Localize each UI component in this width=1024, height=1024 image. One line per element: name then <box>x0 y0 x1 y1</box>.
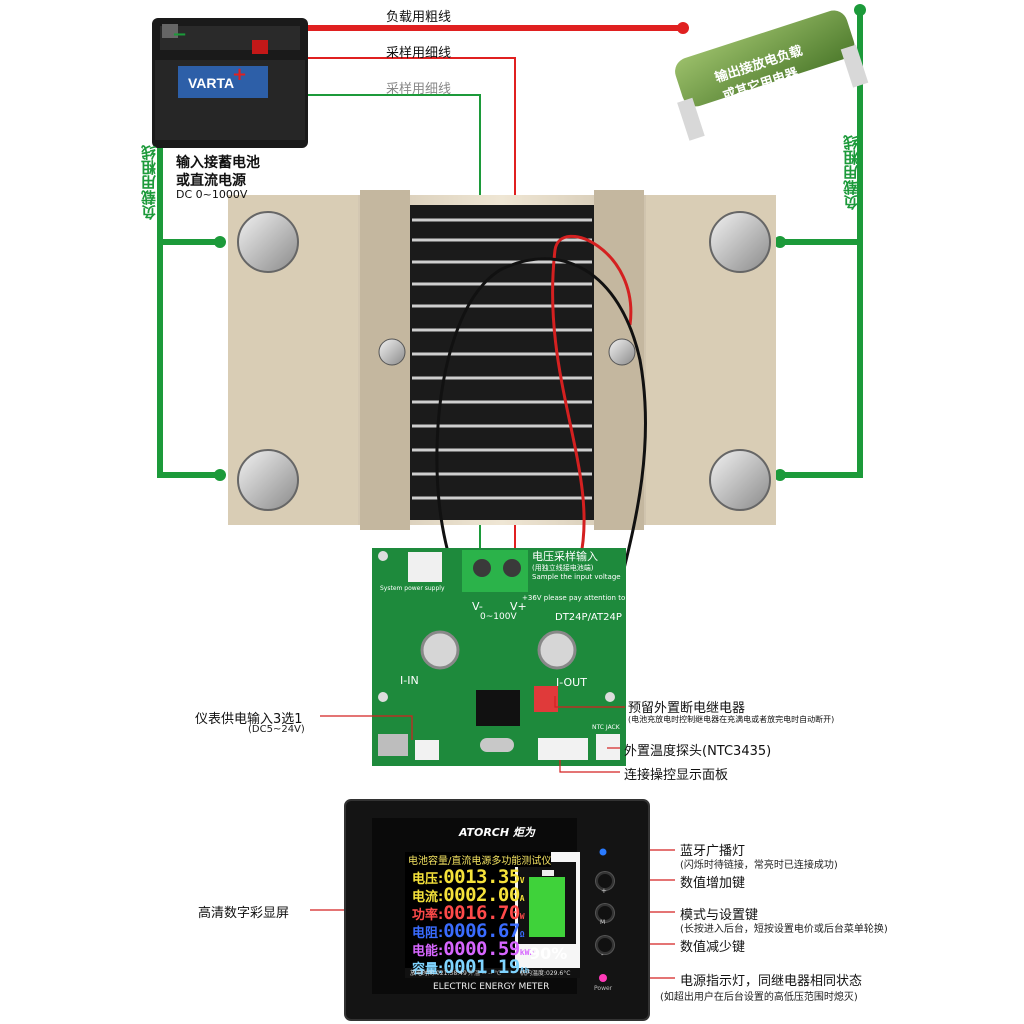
meter-brand: ATORCH 炬为 <box>459 826 535 839</box>
pcb-iin: I-IN <box>400 674 419 687</box>
label-left-load-wire: 负载用粗线 <box>140 145 158 220</box>
power-led <box>599 974 607 982</box>
screw-left <box>378 338 406 366</box>
pcb-vminus: V- <box>472 600 483 613</box>
svg-text:−: − <box>172 24 187 45</box>
row-key: 电流: <box>412 890 444 905</box>
callout-power-led: 电源指示灯，同继电器相同状态 <box>680 974 863 989</box>
current-shunt <box>228 190 776 530</box>
callout-power-input-sub: (DC5~24V) <box>248 724 305 735</box>
callout-minus-key: 数值减少键 <box>680 940 746 955</box>
row-value: 0001.19 <box>443 956 520 978</box>
meter-row-energy: 电能:0000.59kWh <box>412 938 534 960</box>
pcb-range: 0~100V <box>480 612 517 622</box>
shunt-sense-wire-black <box>435 257 647 631</box>
battery-label-2: 或直流电源 <box>176 173 246 189</box>
row-unit: Ah <box>519 966 530 975</box>
callout-plus-key: 数值增加键 <box>680 876 746 891</box>
pcb-ntc: NTC JACK <box>592 724 620 731</box>
label-right-load-wire: 负载用粗线 <box>842 135 860 210</box>
callout-relay: 预留外置断电继电器 <box>628 701 746 716</box>
bolt-top-right <box>709 211 771 273</box>
row-key: 容量: <box>412 962 444 977</box>
pcb-warn: +36V please pay attention to <box>522 594 626 602</box>
pcb-board <box>372 548 626 766</box>
bolt-bottom-left <box>237 449 299 511</box>
pcb-iout: I-OUT <box>556 676 587 689</box>
pcb-voltage-en: Sample the input voltage <box>532 573 621 581</box>
battery-brand: VARTA <box>188 75 234 91</box>
callout-mode-key-sub: (长按进入后台，短按设置电价或后台菜单轮换) <box>680 924 888 935</box>
row-unit: W <box>519 912 525 921</box>
meter-row-power: 功率:0016.70W <box>412 902 525 924</box>
meter-footer-temp: 机内温度:029.6°C <box>520 970 571 977</box>
bt-led <box>599 848 607 856</box>
callout-display-connector: 连接操控显示面板 <box>624 768 729 783</box>
terminal-iin <box>420 630 460 670</box>
row-key: 功率: <box>412 908 444 923</box>
callout-bt-led-sub: (闪烁时待链接，常亮时已连接成功) <box>680 860 838 871</box>
label-top-thick-wire: 负载用粗线 <box>386 10 452 25</box>
battery-label-1: 输入接蓄电池 <box>176 155 260 171</box>
row-key: 电压: <box>412 872 444 887</box>
callout-screen: 高清数字彩显屏 <box>198 906 290 921</box>
callout-power-led-sub: (如超出用户在后台设置的高低压范围时熄灭) <box>660 992 858 1003</box>
row-value: 0006.67 <box>443 920 520 942</box>
pcb-voltage-input: 电压采样输入 <box>532 550 598 563</box>
row-unit: Ω <box>519 930 525 939</box>
thick-load-wire-green-left <box>157 40 226 481</box>
meter-battery-percent: 90% <box>529 944 568 963</box>
meter-row-capacity: 容量:0001.19Ah <box>412 956 529 978</box>
row-value: 0013.35 <box>443 866 520 888</box>
row-value: 0016.70 <box>443 902 520 924</box>
screw-right <box>608 338 636 366</box>
callout-temp-probe: 外置温度探头(NTC3435) <box>624 744 772 759</box>
mode-key-label: M <box>600 919 606 926</box>
row-key: 电阻: <box>412 926 444 941</box>
row-unit: kWh <box>519 948 535 957</box>
meter-row-resistance: 电阻:0006.67Ω <box>412 920 525 942</box>
battery-spec: DC 0~1000V <box>176 188 248 201</box>
terminal-iout <box>537 630 577 670</box>
svg-text:+: + <box>232 64 247 85</box>
row-value: 0000.59 <box>443 938 520 960</box>
meter-panel-label: ELECTRIC ENERGY METER <box>433 982 550 992</box>
row-value: 0002.00 <box>443 884 520 906</box>
callout-bt-led: 蓝牙广播灯 <box>680 844 746 859</box>
bolt-bottom-right <box>709 449 771 511</box>
meter-row-current: 电流:0002.00A <box>412 884 525 906</box>
meter-panel <box>344 799 650 1021</box>
load-resistor <box>675 10 869 141</box>
callout-relay-sub: (电池充放电时控制继电器在充满电或者放完电时自动断开) <box>628 715 835 724</box>
row-unit: V <box>519 876 525 885</box>
pcb-power-note: System power supply <box>380 585 445 592</box>
minus-key-label: - <box>601 951 604 959</box>
callout-mode-key: 模式与设置键 <box>680 908 759 923</box>
thick-load-wire-red <box>255 22 689 40</box>
bolt-top-left <box>237 211 299 273</box>
battery-gauge-fill <box>529 877 565 937</box>
meter-footer-time: 放电时间:021:38:49 <box>410 970 467 977</box>
callout-power-input: 仪表供电输入3选1 <box>195 712 303 727</box>
label-sample-wire-red: 采样用细线 <box>386 46 452 61</box>
plus-key-label: + <box>601 887 607 895</box>
meter-footer-ext-temp: 外温 -- -- ℃ <box>468 970 502 977</box>
pcb-vplus: V+ <box>510 600 527 613</box>
power-led-label: Power <box>594 985 613 992</box>
minus-key[interactable] <box>596 936 614 954</box>
meter-title: 电池容量/直流电源多功能测试仪 <box>408 852 552 867</box>
mode-key[interactable] <box>596 904 614 922</box>
meter-row-voltage: 电压:0013.35V <box>412 866 525 888</box>
row-key: 电能: <box>412 944 444 959</box>
pcb-voltage-note: (用独立线接电池端) <box>532 564 594 572</box>
battery: VARTA + − <box>152 18 308 148</box>
label-sample-wire-green: 采样用细线 <box>386 82 452 97</box>
plus-key[interactable] <box>596 872 614 890</box>
thick-load-wire-green-right <box>774 4 866 481</box>
row-unit: A <box>519 894 525 903</box>
pcb-model: DT24P/AT24P <box>555 612 622 623</box>
